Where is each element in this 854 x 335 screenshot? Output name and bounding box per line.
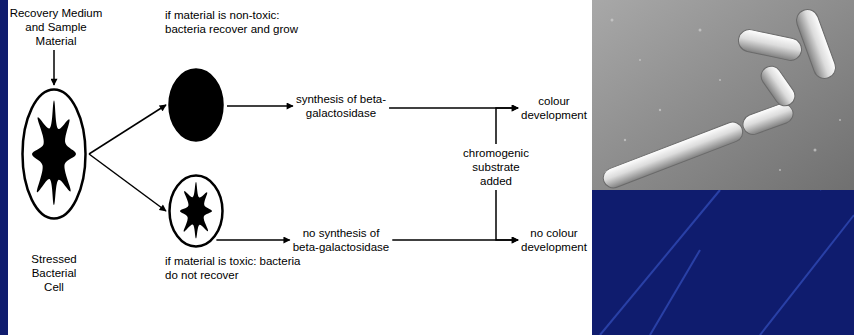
flow-step: no colour development (518, 226, 590, 254)
cell-outline (168, 174, 224, 248)
node-label: synthesis of beta-galactosidase (288, 92, 394, 120)
flow-step: synthesis of beta-galactosidase (288, 92, 394, 120)
node-label: if material is non-toxic: bacteria recov… (165, 8, 315, 36)
flow-step: chromogenic substrate added (458, 146, 534, 188)
cell-outline (21, 88, 87, 220)
node-label: Stressed Bacterial Cell (24, 252, 84, 294)
cell-wall (170, 176, 223, 247)
cell-wall (170, 70, 223, 141)
cell-content (180, 182, 212, 238)
flow-arrow (496, 108, 518, 144)
flow-step: Recovery Medium and Sample Material (6, 6, 106, 48)
flow-arrow (227, 105, 293, 107)
node-label: chromogenic substrate added (458, 146, 534, 188)
node-label: no colour development (518, 226, 590, 254)
node-label: Recovery Medium and Sample Material (6, 6, 106, 48)
sem-photo (592, 0, 854, 191)
flow-arrow (216, 239, 289, 241)
node-label: no synthesis of beta-galactosidase (288, 226, 394, 254)
flow-step: colour development (518, 94, 590, 122)
flow-arrow (89, 154, 166, 211)
cell-outline (168, 68, 224, 142)
bacterial-cell: if material is non-toxic: bacteria recov… (165, 8, 315, 142)
bacterial-cell: if material is toxic: bacteria do not re… (165, 174, 315, 282)
white-panel (8, 0, 592, 335)
flow-arrow (89, 105, 166, 154)
cell-wall (23, 90, 86, 219)
flow-step: no synthesis of beta-galactosidase (288, 226, 394, 254)
cell-content (32, 101, 76, 206)
bacterial-cell: Stressed Bacterial Cell (14, 88, 94, 294)
node-label: colour development (518, 94, 590, 122)
node-label: if material is toxic: bacteria do not re… (165, 254, 315, 282)
flow-arrow (53, 50, 55, 85)
flow-arrow (496, 190, 518, 240)
